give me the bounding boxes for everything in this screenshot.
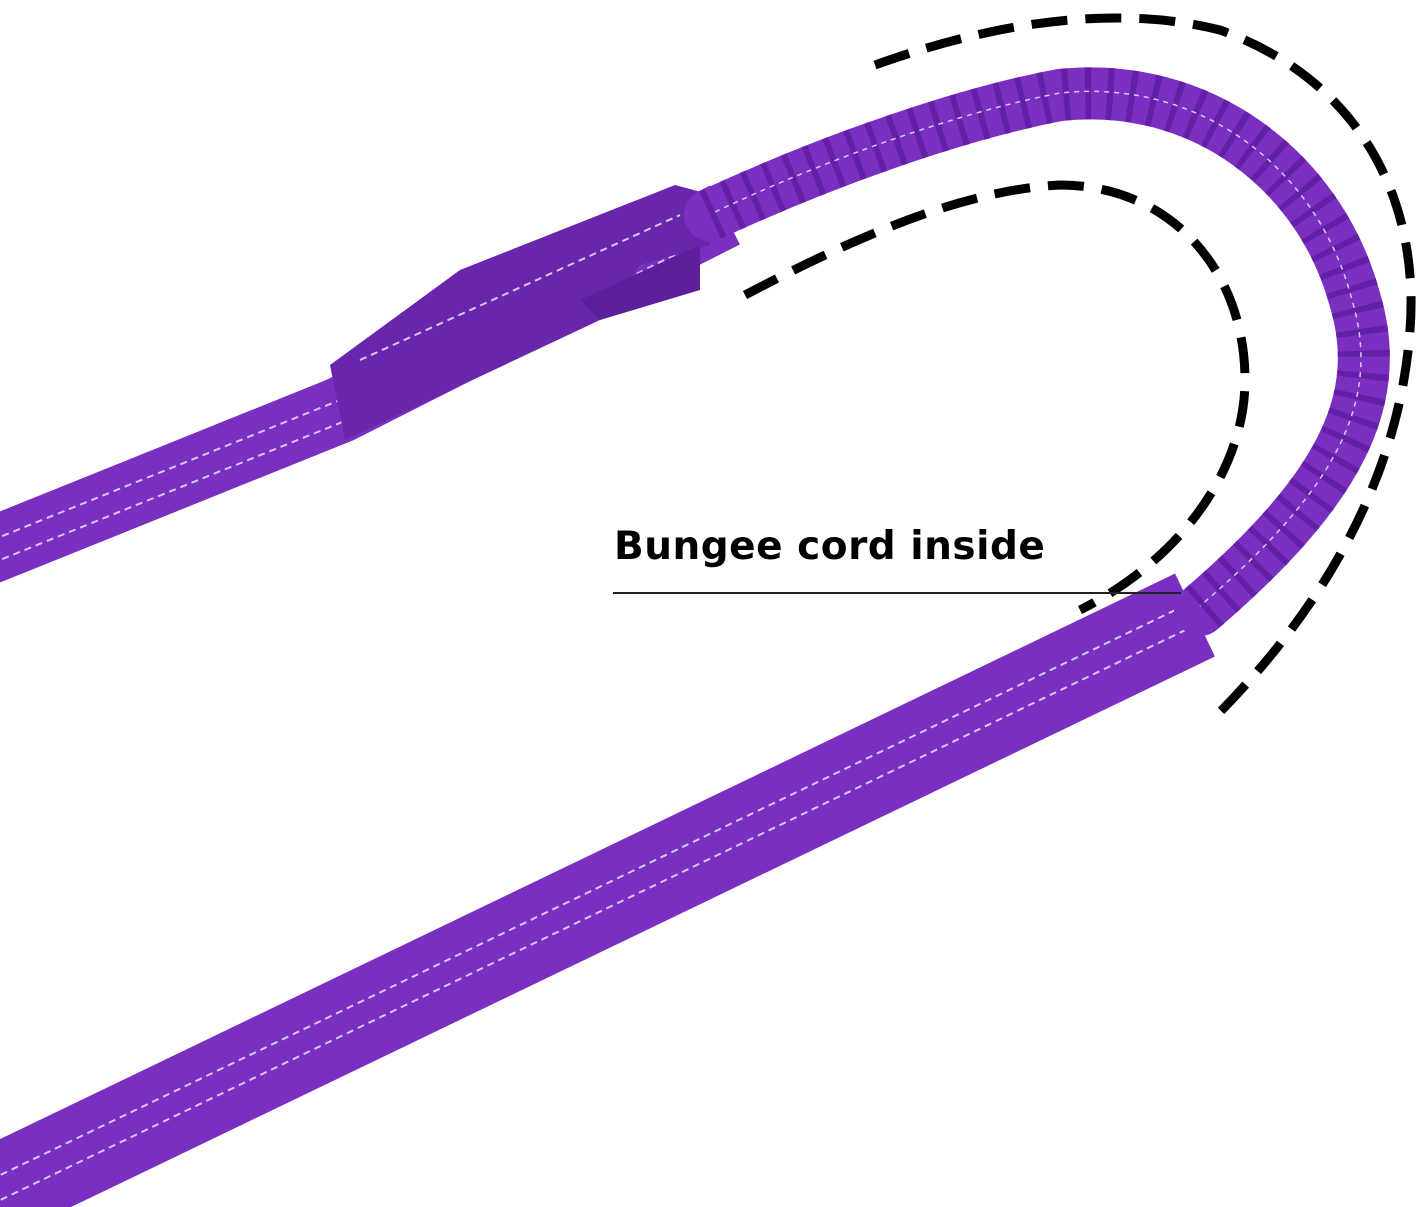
inner-dashed-guide [742, 180, 1250, 615]
annotation-label: Bungee cord inside [614, 524, 1046, 569]
annotation-underline [613, 592, 1181, 594]
bungee-section [684, 67, 1390, 636]
outer-dashed-guide [873, 13, 1416, 716]
handle-loop [330, 185, 712, 440]
lower-strap [0, 573, 1215, 1207]
